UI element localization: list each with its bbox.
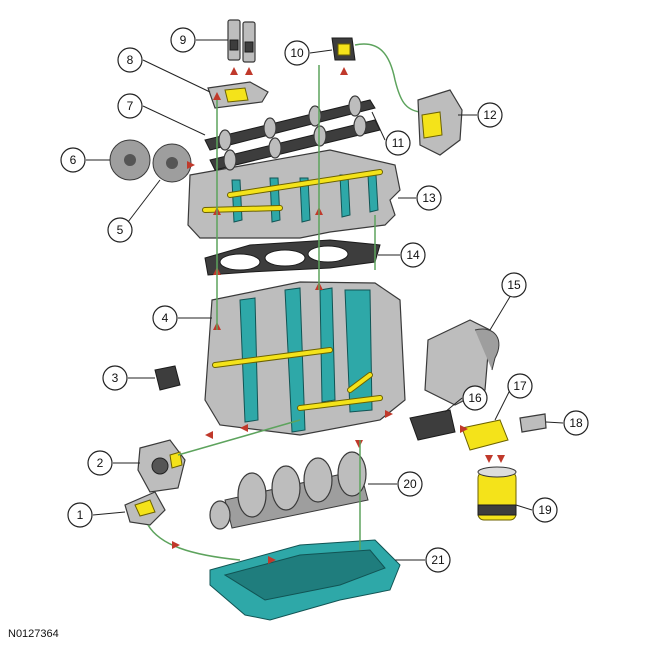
callout-2: 2 xyxy=(87,450,113,476)
timing-chain-tensioner xyxy=(154,365,181,391)
oil-filter xyxy=(477,466,517,521)
leader-lines xyxy=(86,39,564,561)
svg-text:13: 13 xyxy=(422,191,436,205)
callout-6: 6 xyxy=(60,147,86,173)
svg-text:18: 18 xyxy=(569,416,583,430)
svg-text:8: 8 xyxy=(127,53,134,67)
oil-filter-adapter xyxy=(461,419,509,451)
svg-text:5: 5 xyxy=(117,223,124,237)
cylinder-head xyxy=(187,149,401,239)
callout-20: 20 xyxy=(397,471,423,497)
callout-14: 14 xyxy=(400,242,426,268)
callout-15: 15 xyxy=(501,272,527,298)
svg-text:3: 3 xyxy=(112,371,119,385)
callout-11: 11 xyxy=(385,130,411,156)
vct-solenoids xyxy=(227,19,256,63)
oil-pump xyxy=(137,439,186,493)
callout-5: 5 xyxy=(107,217,133,243)
head-gasket xyxy=(204,239,381,276)
svg-text:12: 12 xyxy=(483,108,497,122)
callout-4: 4 xyxy=(152,305,178,331)
svg-text:4: 4 xyxy=(162,311,169,325)
callout-17: 17 xyxy=(507,373,533,399)
svg-text:15: 15 xyxy=(507,278,521,292)
oil-pressure-sensor xyxy=(331,37,356,61)
callout-19: 19 xyxy=(532,497,558,523)
oil-feed-lines xyxy=(177,65,376,550)
figure-code: N0127364 xyxy=(8,628,59,640)
svg-text:17: 17 xyxy=(513,379,527,393)
callout-21: 21 xyxy=(425,547,451,573)
oil-pan xyxy=(209,539,401,621)
svg-text:20: 20 xyxy=(403,477,417,491)
callout-18: 18 xyxy=(563,410,589,436)
svg-text:19: 19 xyxy=(538,503,552,517)
vct-units xyxy=(109,139,192,183)
svg-text:7: 7 xyxy=(127,99,134,113)
callout-10: 10 xyxy=(284,40,310,66)
pickup-line xyxy=(147,524,241,561)
camshafts xyxy=(204,95,381,171)
engine-block xyxy=(204,281,406,436)
vacuum-line xyxy=(354,43,421,113)
callout-12: 12 xyxy=(477,102,503,128)
vct-solenoid-housing xyxy=(207,81,269,109)
svg-text:10: 10 xyxy=(290,46,304,60)
callout-13: 13 xyxy=(416,185,442,211)
svg-text:14: 14 xyxy=(406,248,420,262)
svg-text:11: 11 xyxy=(392,136,405,150)
svg-text:16: 16 xyxy=(468,391,482,405)
callout-16: 16 xyxy=(462,385,488,411)
svg-text:2: 2 xyxy=(97,456,104,470)
svg-text:6: 6 xyxy=(70,153,77,167)
oil-pressure-switch xyxy=(519,413,547,433)
svg-text:9: 9 xyxy=(180,33,187,47)
oil-filter-adapter-housing xyxy=(424,319,500,406)
oil-pickup-tube xyxy=(124,491,166,526)
crankshaft xyxy=(209,451,369,530)
callout-9: 9 xyxy=(170,27,196,53)
callout-1: 1 xyxy=(67,502,93,528)
svg-text:1: 1 xyxy=(77,508,84,522)
oil-flow-arrows xyxy=(172,67,505,564)
vacuum-pump xyxy=(417,89,463,156)
callout-7: 7 xyxy=(117,93,143,119)
callout-8: 8 xyxy=(117,47,143,73)
svg-text:21: 21 xyxy=(431,553,445,567)
oil-cooler-gasket xyxy=(409,409,456,441)
callout-3: 3 xyxy=(102,365,128,391)
